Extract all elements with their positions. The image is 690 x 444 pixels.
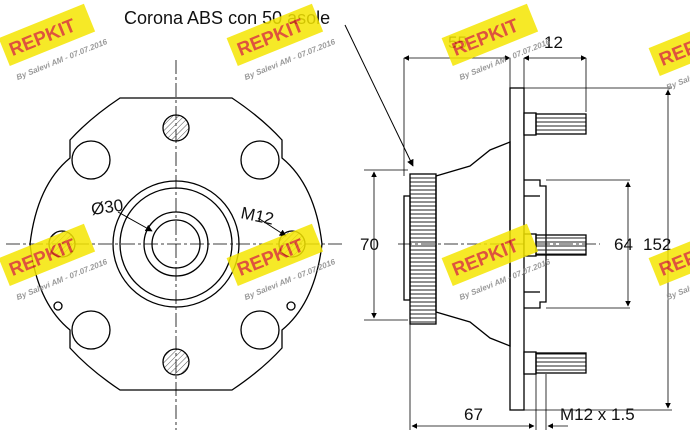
stud-hole [162, 114, 190, 142]
watermark-badge [648, 13, 690, 76]
dimension-12: 12 [544, 33, 563, 52]
small-hole [286, 301, 296, 311]
watermark-badge [226, 223, 324, 286]
diameter-leader [117, 211, 153, 232]
dimension-64: 64 [614, 235, 633, 254]
watermark-badge [441, 223, 539, 286]
watermark-badge [441, 3, 539, 66]
dimension-152: 152 [643, 235, 671, 254]
watermark-badge [648, 223, 690, 286]
wheel-stud [523, 112, 587, 136]
bore-diameter-label: Ø30 [90, 196, 124, 219]
watermark-badge [226, 3, 324, 66]
dimension-lines [364, 55, 672, 430]
lightening-hole [240, 310, 280, 350]
thread-leader [257, 217, 287, 237]
abs-tone-ring [409, 173, 437, 325]
hub-outer-ring [112, 180, 240, 308]
abs-ring-back [403, 195, 411, 301]
stud-thread-label: M12 x 1.5 [560, 405, 635, 424]
lightening-hole [240, 140, 280, 180]
lightening-hole [71, 310, 111, 350]
wheel-stud [523, 351, 587, 375]
abs-ring-leader [344, 24, 414, 167]
dimension-70: 70 [360, 235, 379, 254]
hub-bore [151, 219, 201, 269]
hub-inner-ring [143, 211, 209, 277]
thread-label-left: M12 [239, 203, 275, 228]
watermark-badge [0, 223, 96, 286]
dimension-67: 67 [464, 405, 483, 424]
small-hole [53, 301, 63, 311]
flange-outline [29, 97, 323, 391]
stud-hole [162, 348, 190, 376]
hub-middle-ring [119, 187, 233, 301]
lightening-hole [71, 140, 111, 180]
watermark-badge [0, 3, 96, 66]
